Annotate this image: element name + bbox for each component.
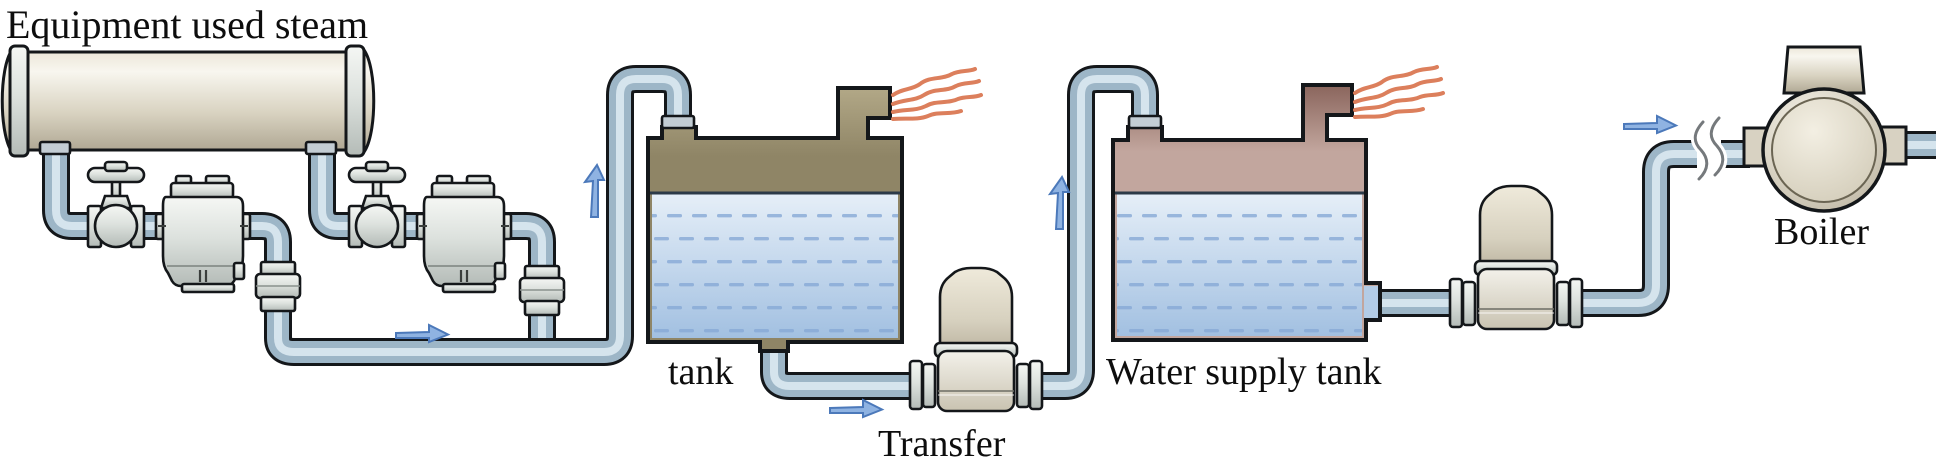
vessel-drain-pipe-1 (42, 146, 98, 240)
pipe-collar (304, 140, 338, 156)
condensate-tank (646, 67, 983, 353)
condensate-return-pipe (264, 65, 692, 366)
flow-arrow-up-icon (1049, 176, 1070, 230)
steam-equipment-vessel (0, 44, 376, 158)
boiler-feed-pipe (1562, 140, 1697, 317)
boiler (1742, 45, 1908, 213)
tank-outlet-stub (1364, 286, 1378, 318)
boiler-feed-pump (1448, 184, 1584, 331)
union-fitting-2 (518, 264, 566, 317)
boiler-stack (1782, 45, 1866, 95)
vessel-drain-pipe-2 (308, 146, 360, 240)
transfer-discharge-pipe (1022, 65, 1159, 400)
steam-vent-icon (891, 67, 983, 121)
flow-arrow-up-icon (584, 164, 605, 218)
tank-outlet-pipe (760, 338, 930, 400)
flow-arrow-right-icon (829, 399, 883, 418)
transfer-pump (908, 266, 1044, 413)
flow-arrow-right-icon (1623, 115, 1677, 134)
pipe-collar (38, 140, 72, 156)
tank-label: tank (668, 351, 733, 393)
water-supply-tank-label: Water supply tank (1106, 351, 1382, 393)
pipe-collar (1127, 114, 1163, 130)
steam-vent-icon (1353, 65, 1445, 119)
globe-valve-steam-trap-1 (86, 160, 252, 294)
pipe-collar (660, 114, 696, 130)
union-fitting-1 (254, 260, 302, 313)
boiler-label: Boiler (1774, 211, 1869, 253)
globe-valve-steam-trap-2 (347, 160, 513, 294)
pipe-break-icon (1690, 113, 1728, 184)
water-supply-tank (1111, 65, 1445, 342)
equipment-used-steam-label: Equipment used steam (6, 2, 368, 47)
transfer-label: Transfer (878, 423, 1006, 465)
